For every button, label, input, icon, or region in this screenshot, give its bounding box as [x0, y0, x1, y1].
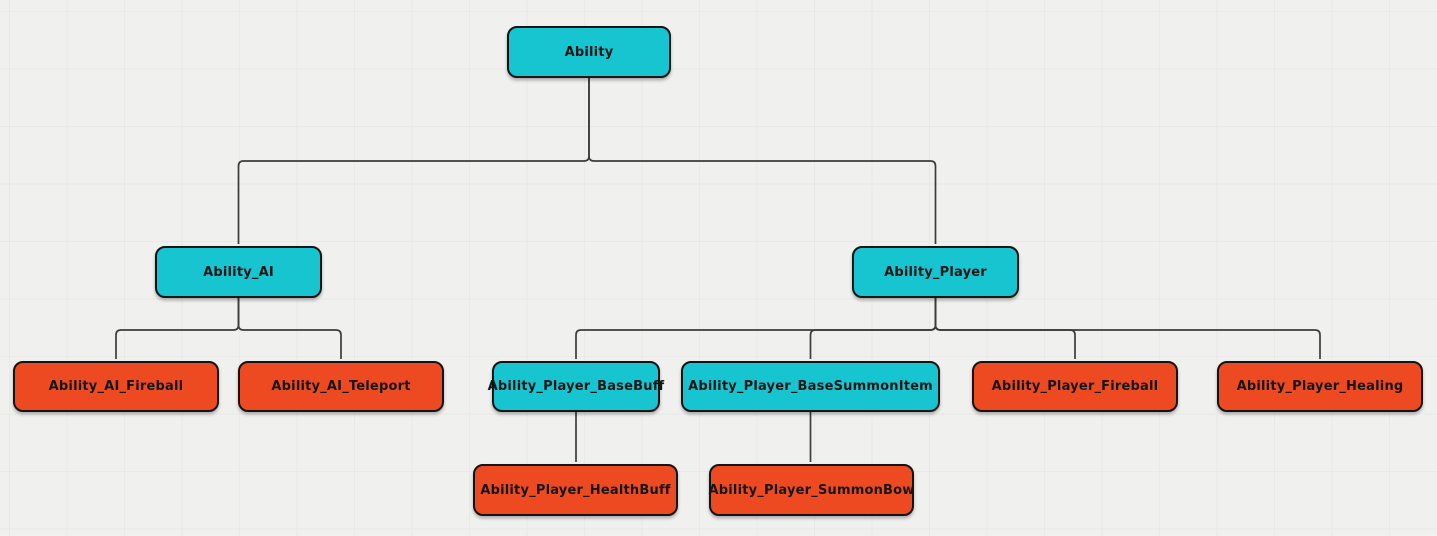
node-ability-player-fireball[interactable]: Ability_Player_Fireball: [972, 361, 1178, 412]
edge-ability-player-to-ability-player-basebuff[interactable]: [575, 298, 937, 359]
node-ability-ai-fireball[interactable]: Ability_AI_Fireball: [13, 361, 219, 412]
edge-ability-ai-to-ability-ai-teleport[interactable]: [237, 298, 342, 359]
edge-ability-player-to-ability-player-healing[interactable]: [934, 298, 1321, 359]
edge-ability-to-ability-ai[interactable]: [237, 78, 590, 244]
node-ability-player-summonbow[interactable]: Ability_Player_SummonBow: [708, 464, 914, 516]
node-ability[interactable]: Ability: [507, 26, 671, 78]
edge-ability-to-ability-player[interactable]: [588, 78, 937, 244]
node-ability-player-healthbuff[interactable]: Ability_Player_HealthBuff: [473, 464, 678, 516]
edge-ability-ai-to-ability-ai-fireball[interactable]: [115, 298, 240, 359]
edge-ability-player-to-ability-player-basesummonitem[interactable]: [809, 298, 937, 359]
edge-ability-player-to-ability-player-fireball[interactable]: [934, 298, 1076, 359]
node-ability-ai[interactable]: Ability_AI: [155, 246, 322, 298]
node-ability-player-healing[interactable]: Ability_Player_Healing: [1217, 361, 1423, 412]
node-ability-ai-teleport[interactable]: Ability_AI_Teleport: [238, 361, 444, 412]
node-ability-player[interactable]: Ability_Player: [852, 246, 1019, 298]
node-ability-player-basesummonitem[interactable]: Ability_Player_BaseSummonItem: [681, 361, 940, 412]
node-ability-player-basebuff[interactable]: Ability_Player_BaseBuff: [488, 361, 664, 412]
